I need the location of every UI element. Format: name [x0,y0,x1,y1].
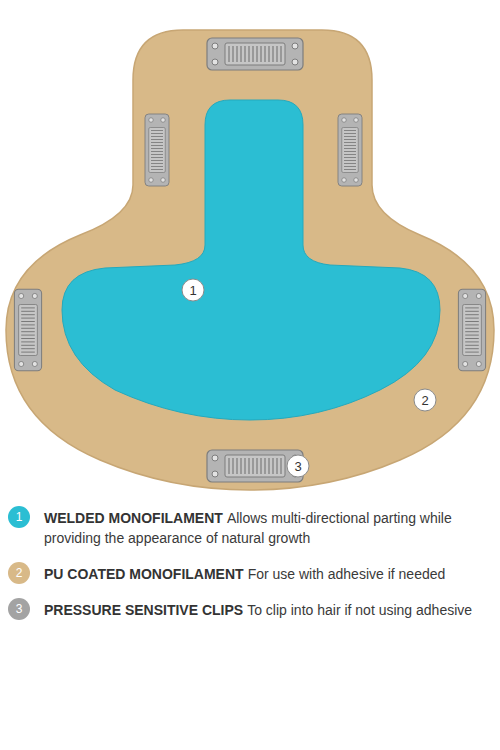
callout-number: 3 [16,603,23,615]
callout-number: 1 [16,511,23,523]
legend-heading: PU COATED MONOFILAMENT [44,566,244,582]
callout-circle: 2 [413,388,437,412]
callout-number: 1 [189,284,196,297]
callout-outline [413,388,437,412]
legend-row: 2 PU COATED MONOFILAMENTFor use with adhe… [8,564,492,584]
callout-outline [286,454,310,478]
clip [207,38,303,70]
legend-text: WELDED MONOFILAMENTAllows multi-directio… [44,508,492,548]
callout-outline [181,278,205,302]
legend-swatch: 3 [8,598,30,620]
callout-number: 3 [294,460,301,473]
legend-description: To clip into hair if not using adhesive [247,602,472,618]
legend-heading: PRESSURE SENSITIVE CLIPS [44,602,243,618]
callout-number: 2 [421,394,428,407]
legend-swatch: 2 [8,562,30,584]
pu-coated-band [6,30,494,490]
clip [145,114,169,186]
clip [14,289,41,371]
clip [458,289,485,371]
welded-monofilament-area [62,100,440,420]
legend-text: PRESSURE SENSITIVE CLIPSTo clip into hai… [44,600,472,620]
clip [207,450,303,482]
callout-number: 2 [16,567,23,579]
legend-heading: WELDED MONOFILAMENT [44,510,223,526]
callout-circle: 1 [181,278,205,302]
legend-swatch: 1 [8,506,30,528]
legend-text: PU COATED MONOFILAMENTFor use with adhes… [44,564,445,584]
clip [338,114,362,186]
legend-row: 1 WELDED MONOFILAMENTAllows multi-directi… [8,508,492,548]
legend-description: For use with adhesive if needed [248,566,446,582]
legend-row: 3 PRESSURE SENSITIVE CLIPSTo clip into ha… [8,600,492,620]
callout-circle: 3 [286,454,310,478]
